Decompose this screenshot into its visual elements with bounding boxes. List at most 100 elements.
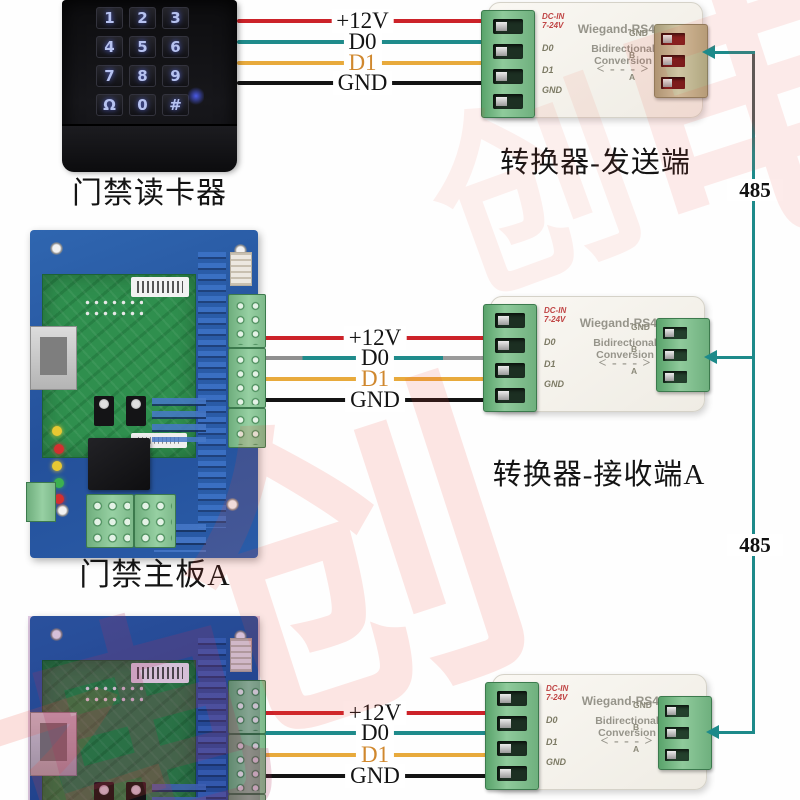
terminal-slot bbox=[665, 749, 689, 761]
rs485-terminal bbox=[656, 318, 710, 392]
component-strip bbox=[198, 638, 226, 800]
terminal-block bbox=[228, 794, 266, 800]
terminal-slot bbox=[661, 33, 685, 45]
screw-hole bbox=[50, 628, 63, 641]
terminal-slot bbox=[665, 705, 689, 717]
wire-label-d0: D0 bbox=[355, 345, 395, 371]
pin-label-gnd: GND bbox=[546, 757, 566, 767]
wire-label-gnd: GND bbox=[345, 763, 405, 789]
converter-bottom: Wiegand-RS485 Bidirectional Conversion <… bbox=[485, 674, 712, 790]
converter-receiver-a: Wiegand-RS485 Bidirectional Conversion <… bbox=[483, 296, 710, 412]
terminal-slot bbox=[493, 69, 523, 84]
pin-label-dcin: DC-IN bbox=[542, 12, 565, 21]
pin-label-volt: 7-24V bbox=[542, 21, 564, 30]
key-1: 1 bbox=[96, 7, 123, 29]
arrow-left-icon bbox=[702, 45, 715, 59]
wiegand-terminal bbox=[483, 304, 537, 412]
screw-hole bbox=[56, 504, 69, 517]
wire-label-d1: D1 bbox=[355, 742, 395, 768]
pin-label-gnd: GND bbox=[544, 379, 564, 389]
pcb-board bbox=[30, 616, 266, 800]
wiegand-terminal bbox=[481, 10, 535, 118]
wiegand-terminal bbox=[485, 682, 539, 790]
keypad: 1 2 3 4 5 6 7 8 9 Ω 0 # bbox=[96, 7, 189, 116]
converter-subtitle: Bidirectional Conversion bbox=[595, 715, 659, 739]
terminal-block bbox=[228, 408, 266, 448]
terminal-slot bbox=[495, 363, 525, 378]
rs485-terminal bbox=[658, 696, 712, 770]
pin-label-out-gnd: GND bbox=[633, 700, 652, 710]
converter-title: Wiegand-RS485 bbox=[579, 316, 671, 330]
component-strip bbox=[198, 252, 226, 528]
voltage-regulator bbox=[126, 396, 146, 426]
converter-title: Wiegand-RS485 bbox=[581, 694, 673, 708]
terminal-block bbox=[86, 494, 134, 548]
jst-connector bbox=[230, 252, 252, 286]
status-led bbox=[54, 444, 64, 454]
terminal-slot bbox=[495, 388, 525, 403]
rs485-terminal bbox=[654, 24, 708, 98]
wire-label-12v: +12V bbox=[331, 8, 394, 34]
voltage-regulator bbox=[126, 782, 146, 800]
screw-hole bbox=[50, 242, 63, 255]
voltage-regulator bbox=[94, 396, 114, 426]
wire-label-d1: D1 bbox=[355, 366, 395, 392]
wiegand-wires-reader: +12V D0 D1 GND bbox=[237, 0, 488, 100]
key-5: 5 bbox=[129, 36, 156, 58]
converter-subtitle: Bidirectional Conversion bbox=[591, 43, 655, 67]
terminal-slot bbox=[663, 327, 687, 339]
terminal-block bbox=[228, 348, 266, 408]
component-strip bbox=[152, 398, 206, 442]
rs485-branch-bottom bbox=[719, 731, 755, 734]
terminal-block bbox=[26, 482, 56, 522]
pin-label-d1: D1 bbox=[542, 65, 554, 75]
component-strip bbox=[152, 784, 206, 800]
pin-label-out-b: B bbox=[631, 344, 638, 354]
terminal-block bbox=[228, 734, 266, 794]
terminal-slot bbox=[663, 371, 687, 383]
card-reader-device: 1 2 3 4 5 6 7 8 9 Ω 0 # bbox=[62, 0, 237, 172]
wire-label-d0: D0 bbox=[355, 720, 395, 746]
pin-label-d0: D0 bbox=[544, 337, 556, 347]
key-0: 0 bbox=[129, 94, 156, 116]
key-3: 3 bbox=[162, 7, 189, 29]
key-2: 2 bbox=[129, 7, 156, 29]
status-led bbox=[54, 478, 64, 488]
key-8: 8 bbox=[129, 65, 156, 87]
pin-label-out-a: A bbox=[631, 366, 638, 376]
terminal-slot bbox=[663, 349, 687, 361]
relay bbox=[88, 438, 150, 490]
wiegand-wires-board-a: +12V D0 D1 GND bbox=[262, 325, 488, 413]
terminal-slot bbox=[497, 741, 527, 756]
pin-label-out-a: A bbox=[633, 744, 640, 754]
barcode-sticker bbox=[131, 277, 189, 297]
pin-label-out-b: B bbox=[633, 722, 640, 732]
pin-label-out-a: A bbox=[629, 72, 636, 82]
pin-label-d1: D1 bbox=[546, 737, 558, 747]
pin-dots bbox=[83, 683, 143, 705]
arrow-left-icon bbox=[704, 350, 717, 364]
terminal-block bbox=[228, 294, 266, 348]
pin-label-out-gnd: GND bbox=[631, 322, 650, 332]
terminal-block bbox=[228, 680, 266, 734]
terminal-slot bbox=[497, 766, 527, 781]
converter-subtitle: Bidirectional Conversion bbox=[593, 337, 657, 361]
terminal-slot bbox=[665, 727, 689, 739]
pin-label-volt: 7-24V bbox=[546, 693, 568, 702]
terminal-slot bbox=[493, 19, 523, 34]
wire-label-gnd: GND bbox=[345, 387, 405, 413]
board-a-caption: 门禁主板A bbox=[79, 557, 231, 592]
terminal-slot bbox=[495, 338, 525, 353]
hash-key: # bbox=[162, 94, 189, 116]
access-board-a bbox=[26, 230, 266, 558]
access-board-b bbox=[30, 616, 266, 800]
pin-label-dcin: DC-IN bbox=[546, 684, 569, 693]
ethernet-port bbox=[30, 326, 77, 390]
status-led bbox=[54, 494, 64, 504]
screw-hole bbox=[226, 498, 239, 511]
bell-key: Ω bbox=[96, 94, 123, 116]
wire-label-d0: D0 bbox=[343, 29, 382, 55]
terminal-slot bbox=[497, 716, 527, 731]
ethernet-port bbox=[30, 712, 77, 776]
